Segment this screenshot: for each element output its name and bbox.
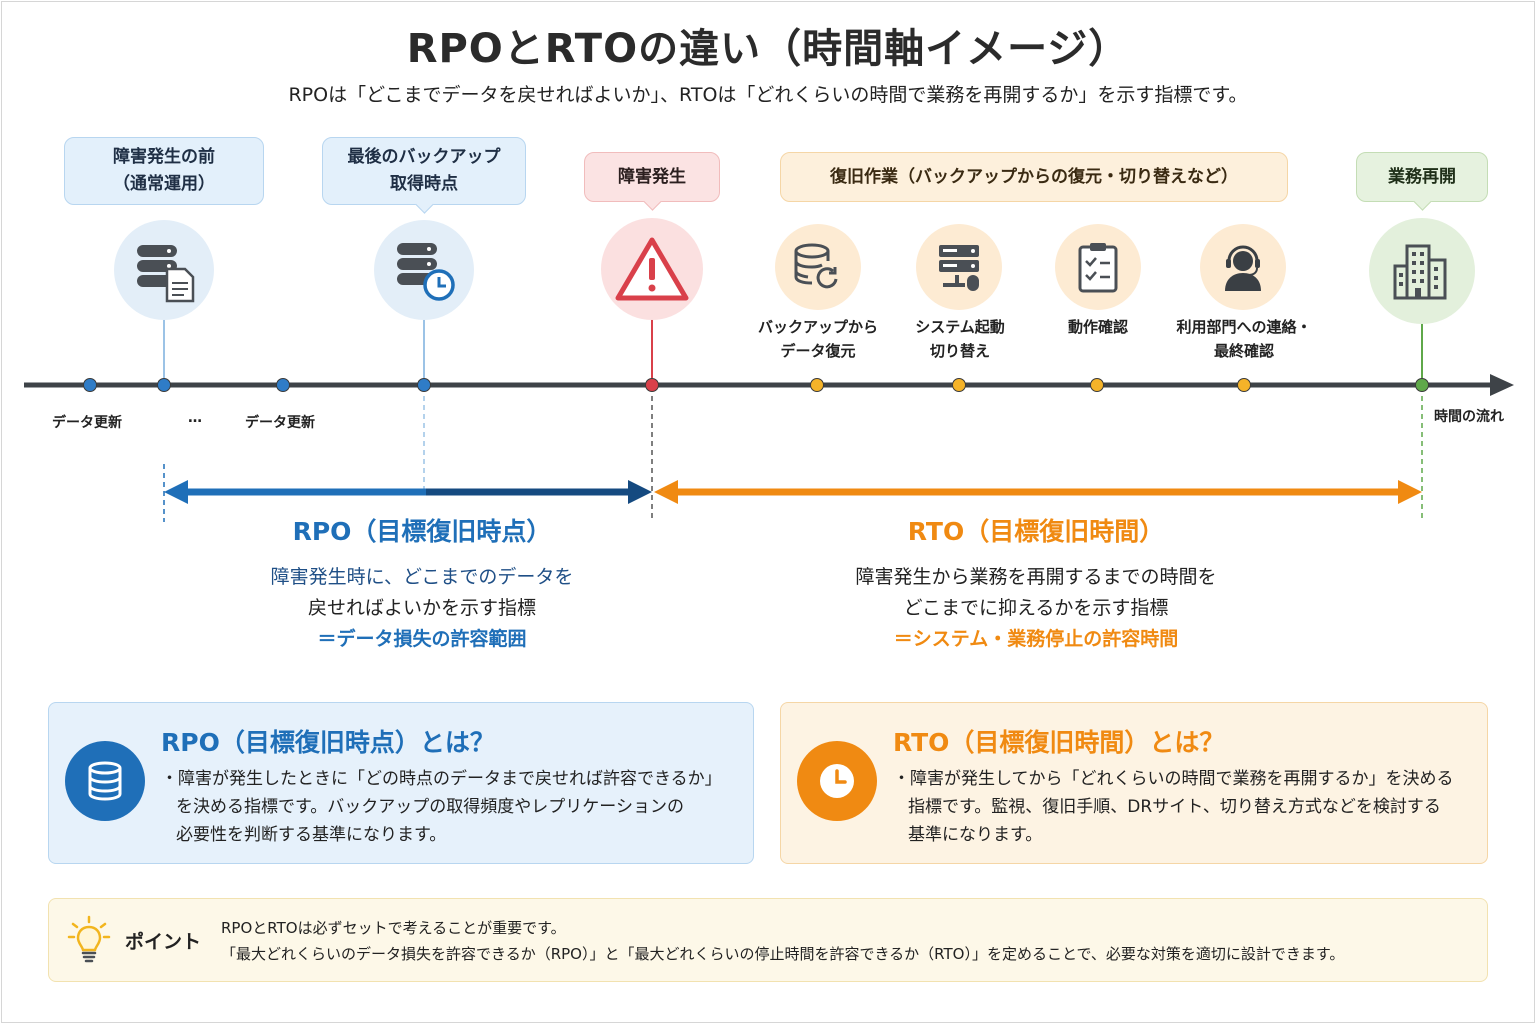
rpo-card-line-2: を決める指標です。バックアップの取得頻度やレプリケーションの <box>176 797 684 817</box>
step-notify-line-1: 利用部門への連絡・ <box>1176 318 1312 336</box>
database-document-icon <box>114 220 214 320</box>
rto-card-title: RTO（目標復旧時間）とは？ <box>893 728 1225 757</box>
page-title: RPOとRTOの違い（時間軸イメージ） <box>406 26 1130 72</box>
page-subtitle: RPOは「どこまでデータを戻せればよいか」、RTOは「どれくらいの時間で業務を再… <box>288 84 1248 106</box>
rto-info-card: RTO（目標復旧時間）とは？ ・障害が発生してから「どれくらいの時間で業務を再開… <box>780 702 1488 864</box>
rto-arrowhead-left <box>654 480 678 504</box>
clipboard-check-icon <box>1055 224 1141 310</box>
rpo-range-title: RPO（目標復旧時点） <box>292 517 552 546</box>
database-restore-icon <box>775 224 861 310</box>
rto-card-line-2: 指標です。監視、復旧手順、DRサイト、切り替え方式などを検討する <box>908 797 1441 817</box>
rto-range-title: RTO（目標復旧時間） <box>907 517 1165 546</box>
point-line-2: 「最大どれくらいのデータ損失を許容できるか（RPO）」と「最大どれくらいの停止時… <box>221 945 1345 963</box>
database-clock-icon <box>374 220 474 320</box>
timeline-dot-step-3 <box>1090 378 1104 392</box>
callout-recovery-work: 復旧作業（バックアップからの復元・切り替えなど） <box>780 152 1288 202</box>
timeline-dot-step-1 <box>810 378 824 392</box>
timeline-arrowhead <box>1490 374 1514 396</box>
rpo-range-desc-3: ＝データ損失の許容範囲 <box>317 628 527 650</box>
rpo-card-line-1: ・障害が発生したときに「どの時点のデータまで戻せれば許容できるか」 <box>161 769 722 789</box>
server-icon <box>916 224 1002 310</box>
point-label: ポイント <box>125 931 202 953</box>
rpo-arrowhead-left <box>164 480 188 504</box>
rpo-card-body: ・障害が発生したときに「どの時点のデータまで戻せれば許容できるか」 を決める指標… <box>161 765 741 849</box>
rto-range-desc-3: ＝システム・業務停止の許容時間 <box>893 628 1179 650</box>
lightbulb-icon <box>67 915 111 965</box>
callout-before-line-1: 障害発生の前 <box>113 147 215 167</box>
step-notify-line-2: 最終確認 <box>1213 342 1274 360</box>
callout-backup-line-1: 最後のバックアップ <box>347 147 501 167</box>
callout-recovery-label: 復旧作業（バックアップからの復元・切り替えなど） <box>830 166 1238 187</box>
callout-incident: 障害発生 <box>584 152 720 211</box>
callout-backup-line-2: 取得時点 <box>390 174 458 194</box>
rpo-card-title: RPO（目標復旧時点）とは？ <box>161 728 495 757</box>
rto-range-block: RTO（目標復旧時間） 障害発生から業務を再開するまでの時間を どこまでに抑える… <box>796 512 1276 655</box>
headset-person-icon <box>1200 224 1286 310</box>
timeline-dot-update-2 <box>276 378 290 392</box>
timeline-dot-resume <box>1415 378 1429 392</box>
step-restore-line-1: バックアップから <box>757 318 878 336</box>
callout-last-backup: 最後のバックアップ 取得時点 <box>322 137 526 214</box>
step-startup-line-1: システム起動 <box>915 318 1005 336</box>
rpo-range-desc-1: 障害発生時に、どこまでのデータを <box>270 566 574 588</box>
step-label-startup: システム起動 切り替え <box>880 315 1040 363</box>
step-restore-line-2: データ復元 <box>780 342 856 360</box>
timeline-dot-incident <box>645 378 659 392</box>
label-ellipsis: … <box>188 410 202 426</box>
callout-incident-label: 障害発生 <box>618 166 686 187</box>
callout-resume-label: 業務再開 <box>1388 166 1456 187</box>
point-text: RPOとRTOは必ずセットで考えることが重要です。 「最大どれくらいのデータ損失… <box>221 915 1481 967</box>
rpo-range-desc-2: 戻せればよいかを示す指標 <box>307 597 536 619</box>
step-verify-line-1: 動作確認 <box>1067 318 1128 336</box>
step-startup-line-2: 切り替え <box>929 342 990 360</box>
rto-card-body: ・障害が発生してから「どれくらいの時間で業務を再開するか」を決める 指標です。監… <box>893 765 1478 849</box>
rpo-info-card: RPO（目標復旧時点）とは？ ・障害が発生したときに「どの時点のデータまで戻せれ… <box>48 702 754 864</box>
clock-icon <box>797 741 877 821</box>
callout-business-resume: 業務再開 <box>1356 152 1488 211</box>
timeline-dot-step-4 <box>1237 378 1251 392</box>
timeline-dot-step-2 <box>952 378 966 392</box>
rpo-range-block: RPO（目標復旧時点） 障害発生時に、どこまでのデータを 戻せればよいかを示す指… <box>212 512 632 655</box>
building-icon <box>1369 218 1475 324</box>
rto-range-desc-1: 障害発生から業務を再開するまでの時間を <box>855 566 1217 588</box>
timeline-dot-before <box>157 378 171 392</box>
point-line-1: RPOとRTOは必ずセットで考えることが重要です。 <box>221 919 566 937</box>
rto-arrowhead-right <box>1398 480 1422 504</box>
rto-card-line-3: 基準になります。 <box>908 825 1043 845</box>
rto-card-line-1: ・障害が発生してから「どれくらいの時間で業務を再開するか」を決める <box>893 769 1454 789</box>
label-data-update-1: データ更新 <box>52 415 122 431</box>
timeline-dot-update-1 <box>83 378 97 392</box>
step-label-verify: 動作確認 <box>1018 315 1178 339</box>
callout-before-incident: 障害発生の前 （通常運用） <box>64 137 264 205</box>
warning-icon <box>601 218 703 320</box>
step-label-restore: バックアップから データ復元 <box>738 315 898 363</box>
database-icon <box>65 741 145 821</box>
rpo-arrowhead-right <box>628 480 652 504</box>
label-data-update-2: データ更新 <box>245 415 315 431</box>
step-label-notify: 利用部門への連絡・ 最終確認 <box>1156 315 1332 363</box>
rpo-card-line-3: 必要性を判断する基準になります。 <box>176 825 447 845</box>
label-time-flow: 時間の流れ <box>1434 409 1504 425</box>
rto-range-desc-2: どこまでに抑えるかを示す指標 <box>903 597 1169 619</box>
point-box: ポイント RPOとRTOは必ずセットで考えることが重要です。 「最大どれくらいの… <box>48 898 1488 982</box>
timeline-dot-backup <box>417 378 431 392</box>
callout-before-line-2: （通常運用） <box>113 174 215 194</box>
